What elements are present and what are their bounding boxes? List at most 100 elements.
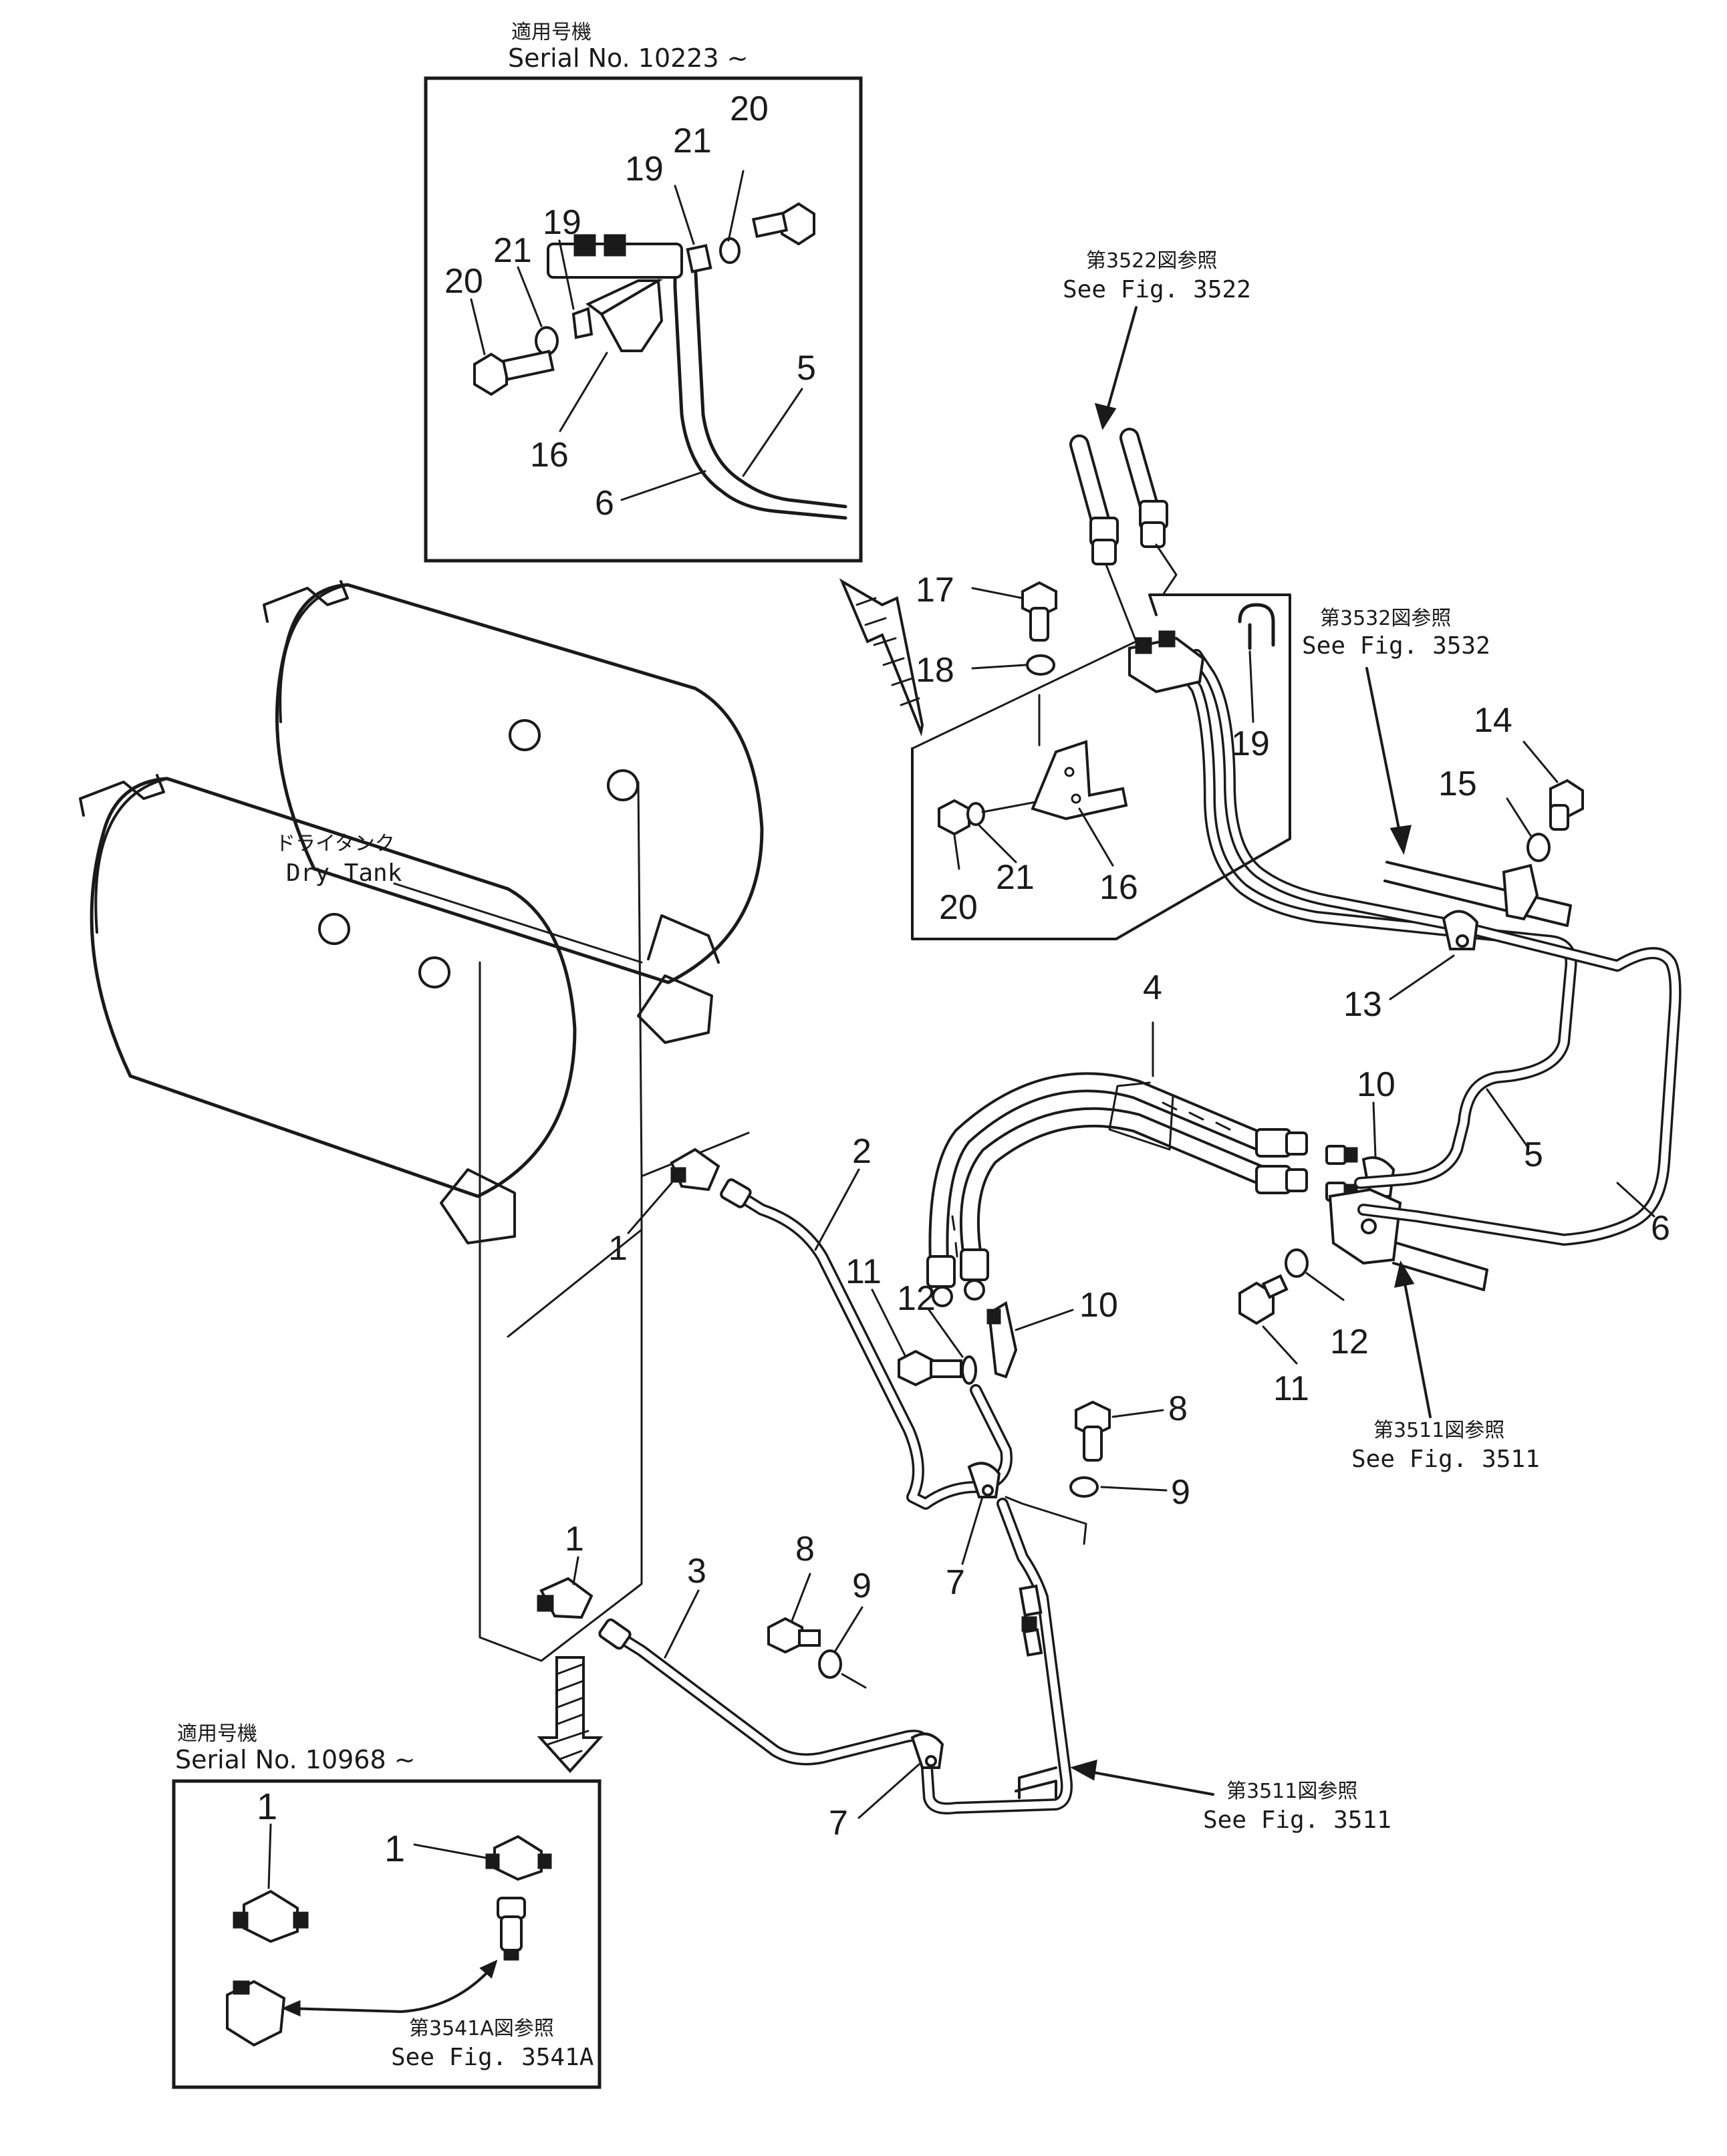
clamp-7-lower bbox=[910, 1732, 944, 1769]
leader-inset-20-a bbox=[470, 298, 486, 356]
callout-inset-20-b: 20 bbox=[730, 90, 769, 128]
inset-bottom-frame bbox=[172, 1779, 602, 2089]
leader-17 bbox=[971, 587, 1024, 599]
leader-5 bbox=[1486, 1088, 1529, 1148]
bolt-14 bbox=[1549, 779, 1584, 831]
callout-inset-21-a: 21 bbox=[493, 231, 532, 270]
leader-9-right bbox=[1100, 1486, 1168, 1492]
leader-1-lower bbox=[572, 1556, 579, 1585]
inset-top-plate-19-a bbox=[571, 307, 593, 340]
washer-21-middle bbox=[966, 802, 985, 826]
pipe-5-main bbox=[1170, 656, 1577, 1189]
leader-18 bbox=[971, 664, 1027, 670]
ref-3522-arrowhead bbox=[1094, 402, 1117, 430]
elbow-1-lower bbox=[537, 1577, 593, 1619]
callout-13: 13 bbox=[1343, 985, 1382, 1024]
inset-top-pipe-5 bbox=[693, 259, 847, 509]
ref-3532-en: See Fig. 3532 bbox=[1302, 632, 1490, 660]
callout-21-middle: 21 bbox=[996, 858, 1035, 897]
leader-inset-5 bbox=[742, 388, 803, 477]
callout-4: 4 bbox=[1143, 968, 1162, 1007]
washer-9-right bbox=[1069, 1476, 1099, 1498]
leader-1-upper bbox=[627, 1182, 673, 1234]
inset-bottom-tee-1-a bbox=[233, 1889, 309, 1943]
ref-plane-lower-diag bbox=[507, 1228, 643, 1338]
inset-bottom: 適用号機 Serial No. 10968 ~ bbox=[172, 1722, 602, 2089]
ref-line-bottom bbox=[1015, 1780, 1057, 1799]
ref-3511-right-bar bbox=[1392, 1242, 1488, 1291]
ref-line-bolt-8 bbox=[841, 1673, 867, 1689]
callout-inset-20-a: 20 bbox=[444, 262, 483, 301]
leader-19-middle bbox=[1248, 650, 1254, 723]
leader-12-middle bbox=[928, 1309, 964, 1358]
washer-12-middle bbox=[961, 1355, 977, 1385]
ref-3511-bottom-arrowhead bbox=[1070, 1759, 1097, 1781]
leader-8-right bbox=[1111, 1409, 1164, 1418]
callout-18: 18 bbox=[916, 651, 954, 690]
elbow-1-upper bbox=[670, 1148, 720, 1192]
inset-top-washer-21-a bbox=[535, 326, 559, 356]
leader-15 bbox=[1506, 797, 1532, 837]
leader-inset-bottom-1-b bbox=[413, 1843, 488, 1859]
callout-16-middle: 16 bbox=[1099, 868, 1138, 907]
callout-10-right: 10 bbox=[1357, 1065, 1396, 1104]
leader-8-lower bbox=[791, 1573, 811, 1622]
callout-7-upper: 7 bbox=[946, 1563, 965, 1602]
callout-1-upper: 1 bbox=[608, 1229, 628, 1268]
callout-9-right: 9 bbox=[1171, 1473, 1190, 1512]
ref-3522-arrow bbox=[1105, 306, 1138, 416]
callout-10-middle: 10 bbox=[1079, 1286, 1118, 1325]
callout-2: 2 bbox=[852, 1132, 872, 1171]
callout-17: 17 bbox=[916, 571, 954, 610]
callout-12-middle: 12 bbox=[897, 1279, 936, 1318]
inset-top: 適用号機 Serial No. 10223 ~ bbox=[424, 21, 863, 563]
leader-inset-bottom-1-a bbox=[267, 1823, 272, 1889]
inset-middle-frame bbox=[911, 593, 1291, 940]
callout-20-middle: 20 bbox=[939, 888, 978, 927]
callout-inset-6: 6 bbox=[595, 484, 614, 523]
inset-bottom-serial-jp: 適用号機 bbox=[177, 1722, 257, 1746]
ref-3532-arrow bbox=[1365, 667, 1402, 837]
inset-top-bolt-20-b bbox=[751, 202, 815, 246]
bolt-8-right bbox=[1075, 1400, 1111, 1462]
clamp-10-middle bbox=[986, 1301, 1018, 1379]
dry-tank-front bbox=[79, 774, 713, 1244]
leader-16-middle bbox=[1078, 807, 1114, 867]
ref-line-clamp-7 bbox=[1005, 1496, 1087, 1545]
ref-bar-3532 bbox=[1383, 861, 1572, 927]
callout-11-middle: 11 bbox=[845, 1252, 882, 1291]
bracket-16-middle bbox=[1031, 740, 1128, 821]
leader-inset-21-a bbox=[517, 266, 543, 327]
hose-4 bbox=[926, 1072, 1308, 1307]
ubolt-19 bbox=[1238, 603, 1275, 650]
inset-top-bolt-20-a bbox=[473, 350, 555, 396]
ref-3511-right-en: See Fig. 3511 bbox=[1351, 1446, 1540, 1473]
leader-7-upper bbox=[961, 1496, 984, 1565]
callout-14: 14 bbox=[1474, 701, 1512, 740]
callout-inset-19-a: 19 bbox=[543, 203, 581, 242]
leader-13 bbox=[1389, 954, 1455, 1000]
callout-6: 6 bbox=[1651, 1209, 1670, 1248]
leader-inset-6 bbox=[620, 470, 706, 501]
inset-top-block-nut-a bbox=[573, 234, 596, 257]
inset-bottom-valve-block bbox=[226, 1980, 286, 2047]
inset-top-block-nut-b bbox=[604, 234, 626, 257]
leader-inset-19-a bbox=[558, 239, 575, 310]
leader-10-right bbox=[1372, 1101, 1377, 1158]
inset-top-washer-21-b bbox=[719, 237, 741, 264]
callout-8-right: 8 bbox=[1168, 1389, 1188, 1428]
hatched-arrow-up bbox=[839, 578, 924, 736]
hose-4-bracket-line bbox=[1108, 1081, 1174, 1151]
ref-3511-bottom-jp: 第3511図参照 bbox=[1226, 1780, 1357, 1803]
callout-7-lower: 7 bbox=[829, 1804, 848, 1843]
callout-3: 3 bbox=[687, 1552, 706, 1591]
ref-3511-right-arrowhead bbox=[1394, 1260, 1415, 1288]
leader-7-lower bbox=[857, 1763, 920, 1819]
ref-3541a-jp: 第3541A図参照 bbox=[409, 2017, 554, 2040]
ref-3511-right-arrow bbox=[1402, 1275, 1432, 1418]
leader-10-middle bbox=[1015, 1309, 1074, 1331]
callout-5: 5 bbox=[1524, 1135, 1543, 1174]
callout-11-right: 11 bbox=[1273, 1369, 1309, 1408]
inset-top-bracket-16-top bbox=[585, 279, 664, 316]
